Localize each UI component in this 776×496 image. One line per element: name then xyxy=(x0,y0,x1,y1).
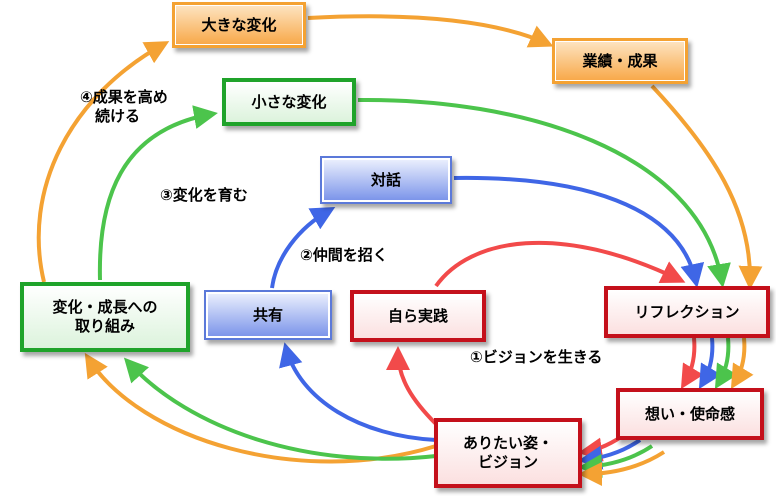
label-step3: ③変化を育む xyxy=(160,186,248,204)
arrow-reflection-to-thoughts-red xyxy=(680,337,704,390)
label-step1: ①ビジョンを生きる xyxy=(470,348,603,366)
label-step2: ②仲間を招く xyxy=(300,246,388,264)
box-reflection: リフレクション xyxy=(604,286,770,338)
box-ideal-vision: ありたい姿・ ビジョン xyxy=(434,418,582,488)
box-reflection-label: リフレクション xyxy=(634,302,740,321)
arrow-sharing-to-dialogue xyxy=(270,207,336,289)
box-self-practice: 自ら実践 xyxy=(350,290,486,342)
box-big-change-label: 大きな変化 xyxy=(201,15,277,34)
box-results-label: 業績・成果 xyxy=(582,51,658,70)
arrow-reflection-to-thoughts-orange xyxy=(730,337,754,390)
box-results: 業績・成果 xyxy=(552,38,688,84)
arrow-change-growth-to-small-change xyxy=(97,105,218,281)
box-sharing: 共有 xyxy=(204,290,332,340)
arrow-ideal-vision-to-self-practice xyxy=(386,346,438,426)
box-sharing-label: 共有 xyxy=(252,305,283,324)
arrow-results-to-reflection xyxy=(650,84,763,290)
box-ideal-vision-label: ありたい姿・ ビジョン xyxy=(462,434,553,471)
arrow-ideal-vision-to-change-growth-green xyxy=(123,357,437,461)
box-small-change-label: 小さな変化 xyxy=(251,92,327,111)
box-self-practice-label: 自ら実践 xyxy=(387,306,448,325)
box-change-growth: 変化・成長への 取り組み xyxy=(20,282,190,352)
arrow-big-change-to-results xyxy=(307,14,554,48)
box-thoughts-mission-label: 想い・使命感 xyxy=(644,404,735,423)
arrow-small-change-to-reflection xyxy=(357,97,731,288)
arrow-thoughts-to-vision-orange xyxy=(578,450,666,486)
arrow-reflection-to-thoughts-green xyxy=(714,337,738,390)
box-change-growth-label: 変化・成長への 取り組み xyxy=(52,298,158,335)
label-step4: ④成果を高め 続ける xyxy=(80,88,168,125)
box-big-change: 大きな変化 xyxy=(172,2,306,48)
arrow-dialogue-to-reflection xyxy=(453,175,705,288)
box-thoughts-mission: 想い・使命感 xyxy=(616,388,764,440)
box-small-change: 小さな変化 xyxy=(222,78,356,126)
arrow-reflection-to-thoughts-blue xyxy=(698,337,722,390)
arrow-change-growth-to-big-change xyxy=(36,41,170,283)
arrow-self-practice-to-reflection xyxy=(434,240,686,288)
arrow-ideal-vision-to-sharing xyxy=(279,342,437,442)
box-dialogue-label: 対話 xyxy=(370,170,401,189)
box-dialogue: 対話 xyxy=(320,156,452,204)
